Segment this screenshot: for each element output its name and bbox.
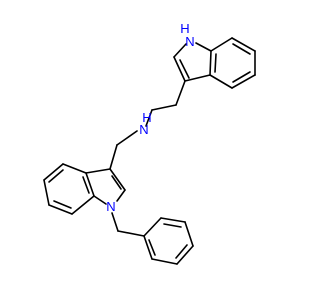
indole-nh-hydrogen-label: H bbox=[180, 21, 189, 36]
bond-meta1-para-inner bbox=[175, 244, 188, 259]
bond-c7a-c7 bbox=[210, 37, 233, 52]
top-indole-ring bbox=[173, 37, 256, 89]
indole-nh-nitrogen-label: N bbox=[185, 34, 194, 49]
bond-c7-c6 bbox=[231, 37, 256, 52]
atom-labels: H N H N N bbox=[106, 21, 194, 214]
bond-c2b-n1b bbox=[116, 189, 126, 202]
bond-meta2-ortho2 bbox=[160, 217, 186, 223]
bond-ch2b-nh bbox=[145, 109, 153, 127]
bond-c3-ch2a bbox=[175, 80, 186, 106]
bond-c3b-c2b-inner bbox=[111, 175, 122, 190]
benzyl-indole-nitrogen-label: N bbox=[106, 199, 115, 214]
bond-c3a-c7a bbox=[209, 50, 212, 76]
bond-ortho1-meta1 bbox=[151, 258, 178, 265]
bond-c5b-c6b bbox=[43, 179, 50, 206]
bond-n1b-ch2bz bbox=[111, 212, 119, 232]
bond-c4b-c5b-inner bbox=[48, 169, 64, 183]
methylene-linker bbox=[109, 130, 138, 170]
bond-c4b-c5b bbox=[43, 163, 64, 181]
bond-ortho2-ipso bbox=[143, 217, 162, 237]
molecule-structure: H N H N N bbox=[43, 21, 256, 265]
lower-indole-ring bbox=[43, 163, 126, 215]
bond-c4-c3a bbox=[209, 74, 233, 89]
bond-ch2bz-cipso bbox=[117, 230, 145, 237]
benzyl-group bbox=[111, 212, 194, 265]
bond-n1-c2 bbox=[173, 43, 187, 58]
bond-meta2-ortho2-inner bbox=[163, 223, 182, 228]
bond-c3a-c7a-inner bbox=[214, 53, 217, 73]
bond-c3ab-c4b bbox=[62, 163, 87, 174]
bond-c3-c3a bbox=[184, 74, 211, 82]
bond-c7b-c7ab bbox=[71, 195, 95, 215]
bond-meta1-para bbox=[176, 245, 194, 265]
bond-c5-c4-inner bbox=[232, 71, 251, 83]
amine-nitrogen-label: N bbox=[139, 122, 148, 137]
bond-c2-c3-inner bbox=[179, 59, 190, 79]
bond-c6b-c7b-inner bbox=[53, 200, 72, 209]
bond-ch2a-ch2b bbox=[151, 104, 177, 111]
bond-c7ab-c3ab bbox=[85, 172, 95, 197]
bond-ipso-ortho1-inner bbox=[148, 239, 156, 256]
bond-ch2-c3b bbox=[109, 144, 118, 170]
amine-hydrogen-label: H bbox=[142, 110, 151, 125]
bond-c5-c4 bbox=[231, 74, 256, 89]
bond-c2-c3 bbox=[173, 56, 186, 82]
bond-n1b-c7ab bbox=[93, 195, 107, 205]
bond-c3ab-c3b bbox=[85, 168, 111, 174]
ethyl-linker bbox=[145, 80, 186, 127]
bond-c7a-n1 bbox=[195, 42, 212, 52]
bond-c7-c6-inner bbox=[232, 43, 251, 55]
bond-para-meta2 bbox=[184, 221, 194, 247]
bond-c7ab-c3ab-inner bbox=[82, 176, 90, 194]
bond-c3b-c2b bbox=[109, 168, 126, 191]
bond-ipso-ortho1 bbox=[143, 235, 153, 260]
bond-nh-ch2 bbox=[116, 130, 138, 146]
bond-c6b-c7b bbox=[48, 204, 73, 215]
